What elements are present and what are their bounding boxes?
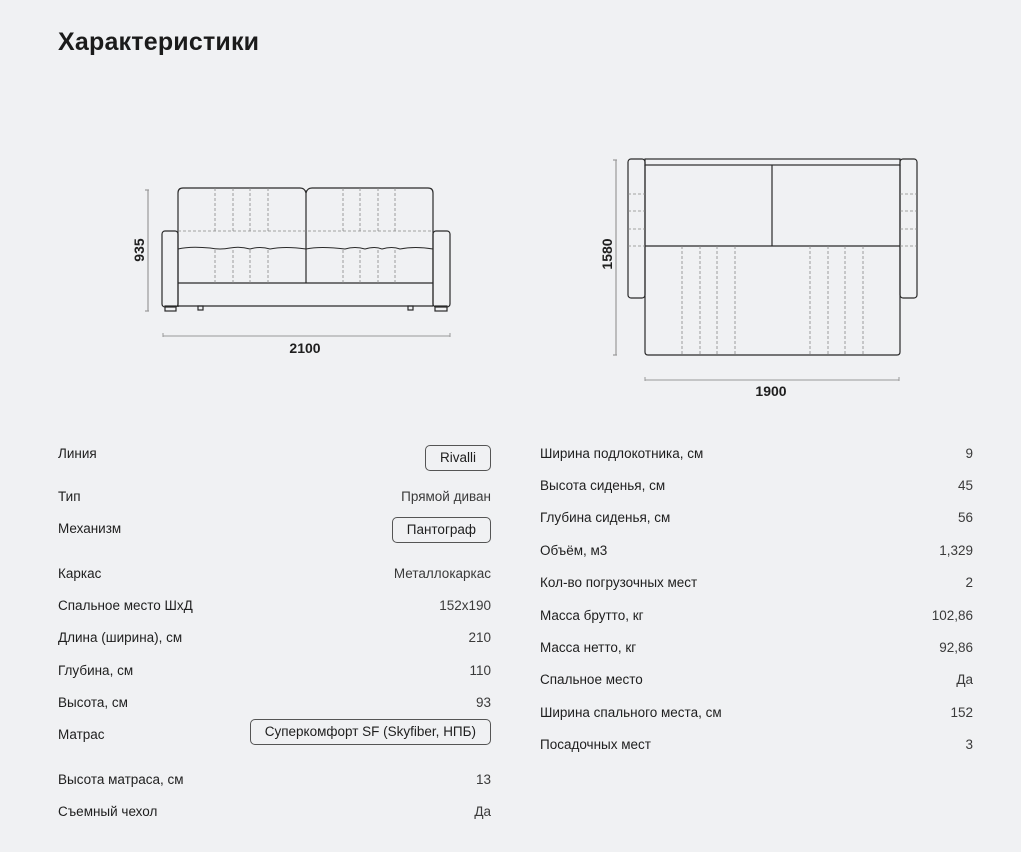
spec-value: 152x190 <box>439 598 491 613</box>
top-depth-label: 1580 <box>599 238 615 269</box>
mattress-chip[interactable]: Суперкомфорт SF (Skyfiber, НПБ) <box>249 719 491 745</box>
spec-row-depth: Глубина, см 110 <box>58 663 491 695</box>
spec-label: Механизм <box>58 521 122 536</box>
spec-value: 56 <box>957 510 973 525</box>
spec-value: 102,86 <box>931 608 973 623</box>
spec-value: 93 <box>475 695 491 710</box>
spec-value: 210 <box>468 630 491 645</box>
spec-value: 152 <box>950 705 973 720</box>
spec-value: 92,86 <box>939 640 973 655</box>
spec-value: Да <box>956 672 973 687</box>
spec-label: Высота сиденья, см <box>540 478 666 493</box>
page-title: Характеристики <box>58 28 260 56</box>
spec-label: Ширина подлокотника, см <box>540 446 704 461</box>
sofa-front-view-drawing: 935 2100 <box>131 187 451 356</box>
line-chip[interactable]: Rivalli <box>424 445 491 471</box>
spec-value: 9 <box>965 446 973 461</box>
top-width-label: 1900 <box>755 383 786 399</box>
spec-row-frame: Каркас Металлокаркас <box>58 566 491 598</box>
spec-row: Посадочных мест 3 <box>540 737 973 769</box>
spec-value: Да <box>474 804 491 819</box>
spec-row: Ширина подлокотника, см 9 <box>540 446 973 478</box>
spec-label: Высота, см <box>58 695 128 710</box>
spec-row-height: Высота, см 93 <box>58 695 491 727</box>
spec-value: 3 <box>965 737 973 752</box>
mechanism-chip[interactable]: Пантограф <box>391 517 491 543</box>
spec-label: Каркас <box>58 566 102 581</box>
spec-label: Съемный чехол <box>58 804 158 819</box>
spec-row-sleeping-size: Спальное место ШхД 152x190 <box>58 598 491 630</box>
spec-row: Кол-во погрузочных мест 2 <box>540 575 973 608</box>
spec-row-length: Длина (ширина), см 210 <box>58 630 491 663</box>
spec-row-line: Линия Rivalli <box>58 440 491 489</box>
spec-row: Глубина сиденья, см 56 <box>540 510 973 543</box>
spec-value: 2 <box>965 575 973 590</box>
spec-label: Глубина сиденья, см <box>540 510 671 525</box>
specs-right-column: Ширина подлокотника, см 9 Высота сиденья… <box>540 446 973 769</box>
spec-row-mattress-height: Высота матраса, см 13 <box>58 772 491 804</box>
spec-row: Высота сиденья, см 45 <box>540 478 973 510</box>
spec-label: Масса брутто, кг <box>540 608 644 623</box>
spec-row-mattress: Матрас Суперкомфорт SF (Skyfiber, НПБ) <box>58 719 491 772</box>
spec-row: Ширина спального места, см 152 <box>540 705 973 737</box>
spec-value: 110 <box>469 663 491 678</box>
spec-row-type: Тип Прямой диван <box>58 489 491 521</box>
spec-row: Спальное место Да <box>540 672 973 705</box>
spec-label: Объём, м3 <box>540 543 608 558</box>
spec-label: Масса нетто, кг <box>540 640 637 655</box>
front-height-label: 935 <box>131 238 147 262</box>
spec-label: Высота матраса, см <box>58 772 184 787</box>
spec-value: 13 <box>475 772 491 787</box>
front-width-label: 2100 <box>289 340 320 356</box>
spec-label: Глубина, см <box>58 663 134 678</box>
spec-label: Спальное место ШхД <box>58 598 193 613</box>
spec-label: Линия <box>58 446 97 461</box>
spec-row: Масса нетто, кг 92,86 <box>540 640 973 672</box>
spec-label: Посадочных мест <box>540 737 651 752</box>
spec-row-removable-cover: Съемный чехол Да <box>58 804 491 836</box>
spec-label: Кол-во погрузочных мест <box>540 575 698 590</box>
spec-label: Спальное место <box>540 672 643 687</box>
spec-value: 45 <box>957 478 973 493</box>
spec-row: Объём, м3 1,329 <box>540 543 973 575</box>
spec-value: 1,329 <box>939 543 973 558</box>
spec-row: Масса брутто, кг 102,86 <box>540 608 973 640</box>
spec-label: Ширина спального места, см <box>540 705 722 720</box>
sofa-top-view-drawing: 1580 1900 <box>599 158 918 399</box>
specs-left-column: Линия Rivalli Тип Прямой диван Механизм … <box>58 440 491 836</box>
spec-value: Металлокаркас <box>393 566 491 581</box>
spec-label: Матрас <box>58 727 105 742</box>
spec-label: Тип <box>58 489 81 504</box>
spec-label: Длина (ширина), см <box>58 630 183 645</box>
spec-row-mechanism: Механизм Пантограф <box>58 517 491 566</box>
spec-value: Прямой диван <box>401 489 491 504</box>
